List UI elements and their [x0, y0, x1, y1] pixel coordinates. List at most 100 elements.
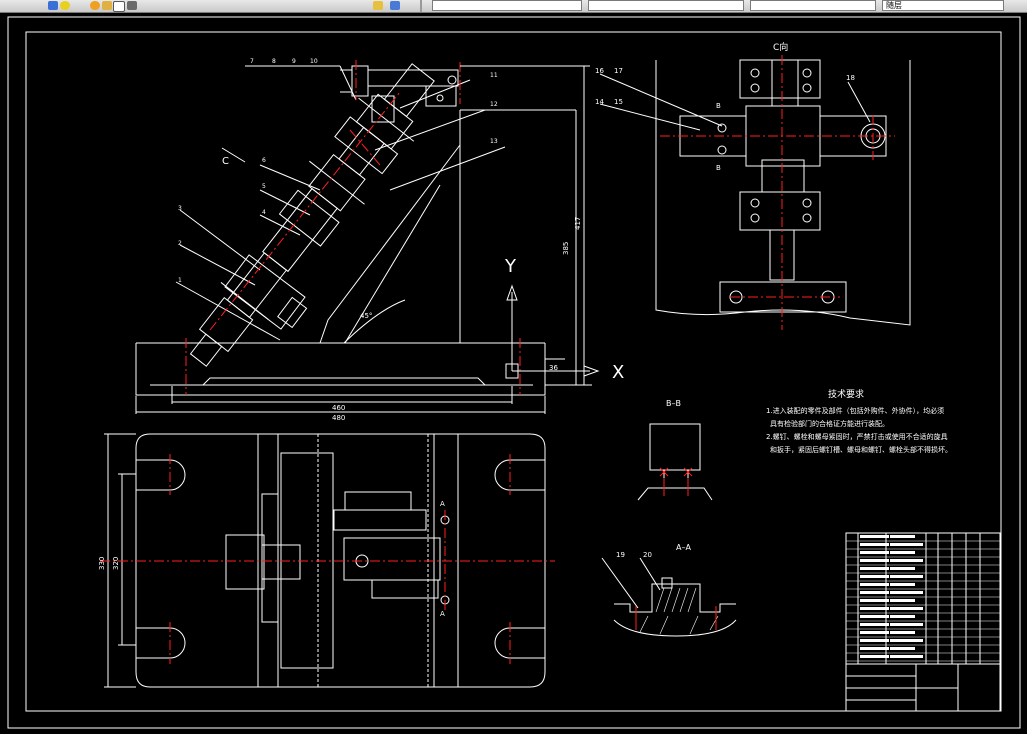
light-bulb-icon[interactable]: [60, 1, 70, 10]
parts-list-cell-mark: [860, 623, 889, 626]
parts-list-cell-mark: [860, 599, 889, 602]
toolbar-separator: [420, 0, 422, 12]
dim-417: 417: [574, 217, 582, 230]
parts-list-cell-mark: [860, 647, 889, 650]
parts-list-cell-mark: [890, 623, 923, 626]
layer-states-icon[interactable]: [390, 1, 400, 10]
parts-list-cell-mark: [890, 591, 923, 594]
view-b-title: B–B: [666, 399, 681, 408]
title-block: [845, 532, 1001, 712]
notes-line: 具有检验部门的合格证方能进行装配。: [770, 419, 889, 428]
balloon: 14: [595, 98, 604, 106]
balloon: 19: [616, 551, 625, 559]
balloon: 13: [490, 138, 498, 145]
parts-list-cell-mark: [860, 535, 889, 538]
lineweight-control-combo[interactable]: [750, 0, 876, 11]
parts-list-cell-mark: [890, 583, 915, 586]
drawing-frame: [7, 16, 1021, 729]
parts-list-cell-mark: [860, 543, 889, 546]
notes-line: 和扳手，紧固后螺钉槽、螺母和螺钉、螺栓头部不得损坏。: [770, 445, 952, 454]
parts-list-cell-mark: [860, 615, 889, 618]
view-c-title: C向: [773, 41, 788, 53]
layer-icon[interactable]: [48, 1, 58, 10]
parts-list-cell-mark: [860, 567, 889, 570]
layer-previous-icon[interactable]: [373, 1, 383, 10]
ucs-labels: Y X: [504, 256, 624, 383]
lock-icon[interactable]: [102, 1, 112, 10]
c-centerlines: [660, 55, 895, 330]
parts-list-cell-mark: [860, 575, 889, 578]
color-control-combo[interactable]: [432, 0, 582, 11]
balloon: 4: [262, 209, 266, 216]
dim-320: 320: [112, 557, 120, 570]
parts-list-cell-mark: [890, 615, 915, 618]
front-dim-text: 460 480 36 385 417 45° C: [222, 156, 582, 422]
balloon: 15: [614, 98, 623, 106]
make-current-icon[interactable]: [127, 1, 137, 10]
front-dimensions: [135, 65, 592, 414]
parts-list-cell-mark: [860, 583, 889, 586]
front-centerlines: [185, 60, 521, 395]
view-a-title: A–A: [676, 543, 691, 552]
section-b: [637, 423, 713, 501]
balloon: 5: [262, 183, 266, 190]
axis-y-label: Y: [504, 256, 517, 277]
title-block-rows: [846, 540, 1000, 662]
balloon: 8: [272, 58, 276, 65]
parts-list-cell-mark: [860, 631, 889, 634]
balloon: 7: [250, 58, 254, 65]
parts-list-cell-mark: [890, 551, 915, 554]
c-view-text: C向 16 17 14 15 18 B B: [595, 41, 855, 172]
dim-480: 480: [332, 414, 345, 422]
parts-list-cell-mark: [860, 559, 889, 562]
balloon: 20: [643, 551, 652, 559]
section-mark: A: [440, 610, 445, 618]
top-view: [104, 433, 546, 688]
title-block-text-marks: [860, 535, 923, 658]
toolbar: 随层: [0, 0, 1027, 13]
balloon: 2: [178, 240, 182, 247]
parts-list-cell-mark: [890, 543, 923, 546]
section-a-hatch: [639, 587, 719, 635]
plotstyle-control-combo[interactable]: 随层: [882, 0, 1004, 11]
c-view: [599, 59, 911, 326]
dim-36: 36: [549, 364, 558, 372]
notes-line: 1.进入装配的零件及部件（包括外购件、外协件），均必须: [766, 406, 944, 415]
parts-list-cell-mark: [890, 575, 923, 578]
parts-list-cell-mark: [890, 631, 915, 634]
balloon: 9: [292, 58, 296, 65]
sun-icon[interactable]: [90, 1, 100, 10]
axis-x-label: X: [612, 362, 624, 383]
balloon: 10: [310, 58, 318, 65]
parts-list-cell-mark: [860, 607, 889, 610]
dim-330: 330: [98, 557, 106, 570]
drawing-canvas[interactable]: 460 480 36 385 417 45° C 1 2 3 4 5 6 7 8…: [0, 13, 1027, 734]
parts-list-cell-mark: [890, 639, 923, 642]
linetype-control-combo[interactable]: [588, 0, 744, 11]
parts-list-cell-mark: [890, 567, 915, 570]
dim-385: 385: [562, 242, 570, 255]
balloon: 6: [262, 157, 266, 164]
balloon: 11: [490, 72, 498, 79]
parts-list-cell-mark: [890, 535, 915, 538]
parts-list-cell-mark: [860, 655, 889, 658]
parts-list-cell-mark: [890, 599, 915, 602]
parts-list-cell-mark: [860, 591, 889, 594]
parts-list-cell-mark: [860, 551, 889, 554]
balloon: 3: [178, 205, 182, 212]
front-balloons: 1 2 3 4 5 6 7 8 9 10 11 12 13: [178, 58, 498, 284]
color-swatch-icon[interactable]: [113, 1, 125, 12]
top-centerlines: [100, 454, 555, 664]
notes-title: 技术要求: [828, 388, 864, 400]
parts-list-cell-mark: [860, 639, 889, 642]
balloon: 16: [595, 67, 604, 75]
balloon: 17: [614, 67, 623, 75]
view-c-arrow-label: C: [222, 156, 229, 167]
front-view: [135, 63, 576, 396]
parts-list-cell-mark: [890, 647, 915, 650]
section-a-red: [635, 606, 717, 630]
section-mark: B: [716, 164, 721, 172]
section-mark: B: [716, 102, 721, 110]
parts-list-cell-mark: [890, 607, 923, 610]
